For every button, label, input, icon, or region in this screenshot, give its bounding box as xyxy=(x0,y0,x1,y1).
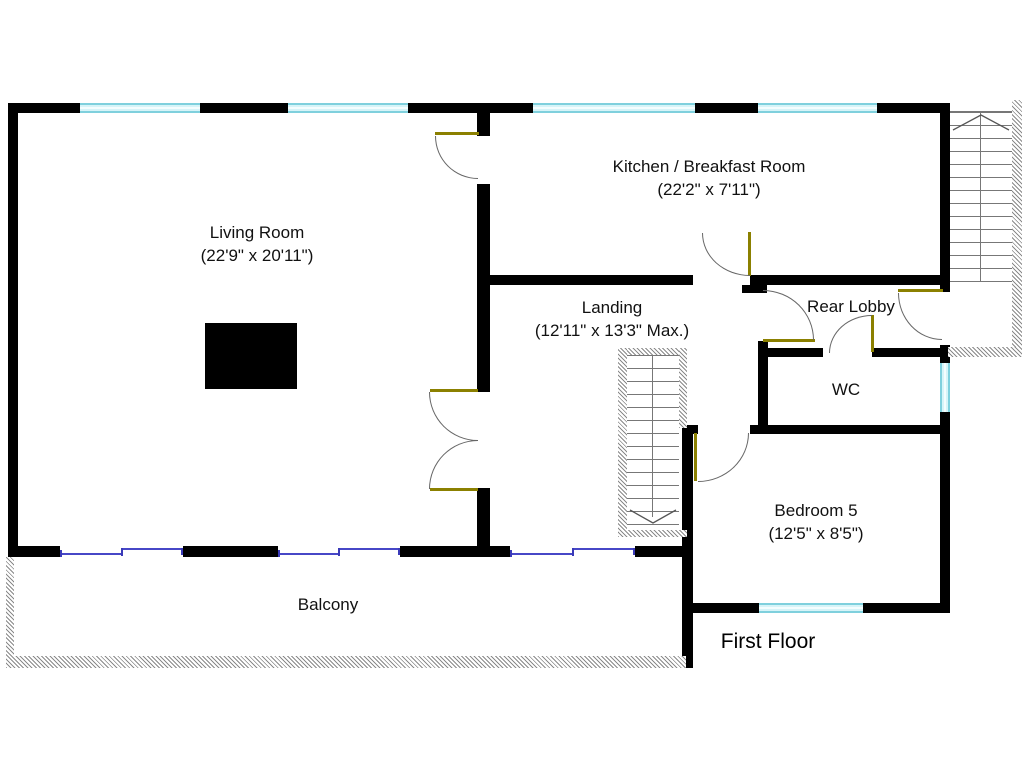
door-panel xyxy=(435,132,479,135)
room-name: Landing xyxy=(581,298,643,317)
wall-segment xyxy=(408,103,533,113)
sliding-patio-door xyxy=(60,546,183,557)
wall-segment xyxy=(877,103,950,113)
wall-segment xyxy=(758,341,768,433)
wall-segment xyxy=(682,427,693,668)
wall-segment xyxy=(477,488,490,546)
staircase-internal xyxy=(618,348,687,537)
stair-treads xyxy=(950,111,1012,283)
door-swing-arc xyxy=(702,233,750,276)
door-panel xyxy=(898,289,943,292)
wall-segment xyxy=(750,425,948,434)
stair-treads xyxy=(627,355,679,525)
wall-segment xyxy=(8,103,80,113)
wall-segment xyxy=(863,603,948,613)
stairs-down-arrow-icon xyxy=(629,509,677,524)
sliding-patio-door xyxy=(510,546,635,557)
room-label-landing: Landing (12'11" x 13'3" Max.) xyxy=(492,296,732,342)
chimney-breast xyxy=(205,323,297,389)
door-swing-arc xyxy=(429,440,478,489)
door-swing-arc xyxy=(429,392,478,441)
wall-segment xyxy=(688,603,759,613)
stair-rail xyxy=(618,530,687,537)
stair-rail xyxy=(618,348,627,537)
stairs-up-arrow-icon xyxy=(952,114,1010,131)
room-dims: (22'9" x 20'11") xyxy=(200,246,314,265)
wall-segment xyxy=(635,546,688,557)
wall-segment xyxy=(768,348,823,357)
room-dims: (22'2" x 7'11") xyxy=(657,180,761,199)
window xyxy=(288,103,408,113)
wall-segment xyxy=(477,113,490,136)
room-label-living-room: Living Room (22'9" x 20'11") xyxy=(117,221,397,267)
door-panel xyxy=(871,315,874,352)
wall-segment xyxy=(200,103,288,113)
room-label-balcony: Balcony xyxy=(248,593,408,616)
room-name: Rear Lobby xyxy=(807,297,895,316)
wall-segment xyxy=(477,184,490,392)
staircase-external xyxy=(948,100,1024,357)
room-name: Bedroom 5 xyxy=(774,501,858,520)
window xyxy=(940,363,950,412)
wall-segment xyxy=(940,412,950,613)
window xyxy=(533,103,695,113)
wall-segment xyxy=(8,546,60,557)
wall-segment xyxy=(750,275,948,285)
floor-title-text: First Floor xyxy=(720,630,816,653)
wall-segment xyxy=(742,285,767,293)
window xyxy=(759,603,863,613)
stair-rail xyxy=(948,347,1022,357)
window xyxy=(80,103,200,113)
balcony-railing xyxy=(6,656,686,668)
stair-rail xyxy=(618,348,687,355)
room-label-bedroom-5: Bedroom 5 (12'5" x 8'5") xyxy=(696,499,936,545)
room-label-rear-lobby: Rear Lobby xyxy=(771,295,931,318)
room-label-kitchen: Kitchen / Breakfast Room (22'2" x 7'11") xyxy=(559,155,859,201)
door-panel xyxy=(763,339,815,342)
door-panel xyxy=(430,389,478,392)
room-name: Living Room xyxy=(209,223,305,242)
floor-title: First Floor xyxy=(668,630,868,654)
window xyxy=(758,103,877,113)
room-name: Balcony xyxy=(297,595,359,614)
wall-segment xyxy=(400,546,510,557)
door-panel xyxy=(430,488,478,491)
wall-segment xyxy=(695,103,758,113)
room-name: WC xyxy=(831,380,861,399)
wall-segment xyxy=(8,103,18,557)
wall-segment xyxy=(872,348,940,357)
room-dims: (12'11" x 13'3" Max.) xyxy=(534,321,690,340)
room-name: Kitchen / Breakfast Room xyxy=(612,157,806,176)
door-swing-arc xyxy=(698,433,749,482)
door-panel xyxy=(694,433,697,481)
sliding-patio-door xyxy=(278,546,400,557)
stair-centerline xyxy=(980,111,981,282)
wall-segment xyxy=(477,275,693,285)
balcony-railing xyxy=(6,557,14,668)
room-label-wc: WC xyxy=(796,378,896,401)
wall-segment xyxy=(940,345,950,363)
room-dims: (12'5" x 8'5") xyxy=(768,524,864,543)
door-swing-arc xyxy=(435,136,478,179)
stair-rail xyxy=(679,348,687,428)
stair-rail xyxy=(1012,100,1022,357)
wall-segment xyxy=(183,546,278,557)
wall-segment xyxy=(940,103,950,292)
door-swing-arc xyxy=(829,315,872,353)
stair-centerline xyxy=(652,355,653,517)
